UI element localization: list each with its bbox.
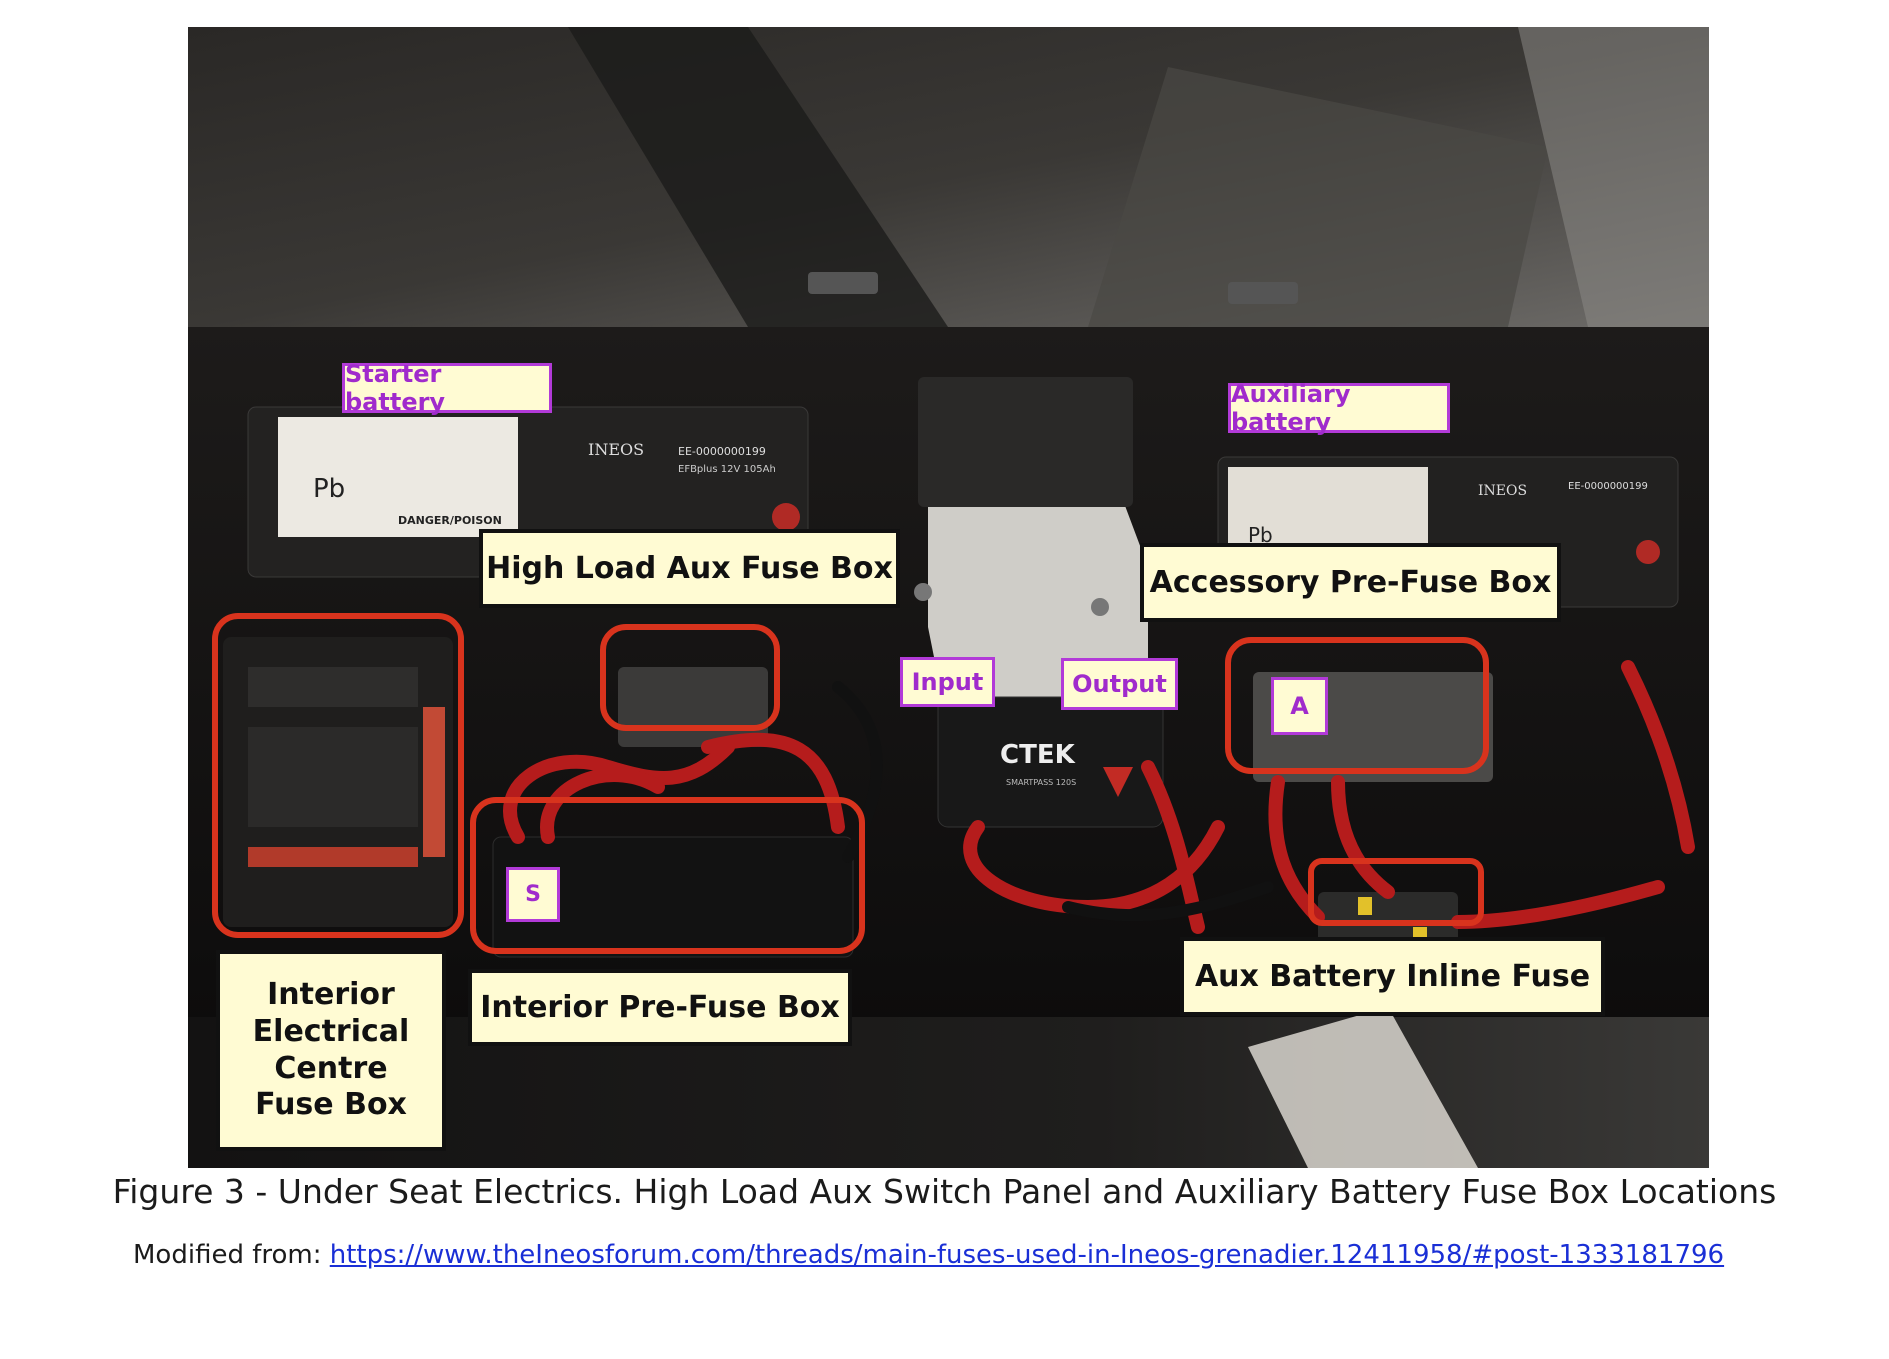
starter-battery-brand: INEOS	[588, 440, 644, 459]
ring-interior-electrical-centre	[212, 613, 464, 938]
source-line: Modified from: https://www.theIneosforum…	[133, 1240, 1724, 1270]
interior-pre-fuse-unit	[492, 836, 854, 958]
ring-high-load-aux-fuse-box	[600, 624, 780, 731]
label-interior-electrical-centre: Interior Electrical Centre Fuse Box	[216, 950, 446, 1151]
ring-interior-pre-fuse-box	[470, 797, 865, 954]
label-accessory-pre-fuse-box: Accessory Pre-Fuse Box	[1140, 543, 1561, 622]
marker-s: S	[506, 867, 560, 922]
source-link[interactable]: https://www.theIneosforum.com/threads/ma…	[329, 1240, 1725, 1270]
label-high-load-aux-fuse-box: High Load Aux Fuse Box	[479, 529, 900, 608]
ctek-brand-text: CTEK	[1000, 740, 1076, 770]
label-iec-line-1: Interior	[267, 977, 395, 1013]
marker-a: A	[1271, 677, 1328, 735]
starter-battery-spec: EFBplus 12V 105Ah	[678, 464, 776, 475]
label-iec-line-4: Fuse Box	[255, 1087, 407, 1123]
label-interior-pre-fuse-box: Interior Pre-Fuse Box	[468, 969, 852, 1046]
label-output: Output	[1061, 658, 1178, 710]
ctek-charger	[937, 696, 1164, 828]
starter-battery-danger-text: DANGER/POISON	[398, 514, 502, 527]
label-aux-battery-inline-fuse: Aux Battery Inline Fuse	[1180, 937, 1605, 1016]
figure-caption: Figure 3 - Under Seat Electrics. High Lo…	[112, 1172, 1777, 1211]
starter-battery-code: EE-0000000199	[678, 445, 766, 458]
ring-aux-battery-inline-fuse	[1308, 858, 1484, 926]
starter-battery-pb-text: Pb	[313, 474, 345, 504]
source-prefix: Modified from:	[133, 1240, 330, 1270]
label-input: Input	[900, 657, 995, 707]
label-iec-line-2: Electrical	[252, 1013, 410, 1049]
aux-battery-brand: INEOS	[1478, 483, 1527, 499]
label-starter-battery: Starter battery	[342, 360, 552, 416]
label-iec-line-3: Centre	[274, 1050, 388, 1086]
aux-battery-code: EE-0000000199	[1568, 481, 1648, 492]
label-auxiliary-battery: Auxiliary battery	[1228, 380, 1450, 436]
ring-accessory-pre-fuse-box	[1225, 637, 1489, 774]
ctek-model-text: SMARTPASS 120S	[1006, 778, 1076, 787]
under-seat-photo: Pb DANGER/POISON INEOS EE-0000000199 EFB…	[188, 27, 1709, 1168]
